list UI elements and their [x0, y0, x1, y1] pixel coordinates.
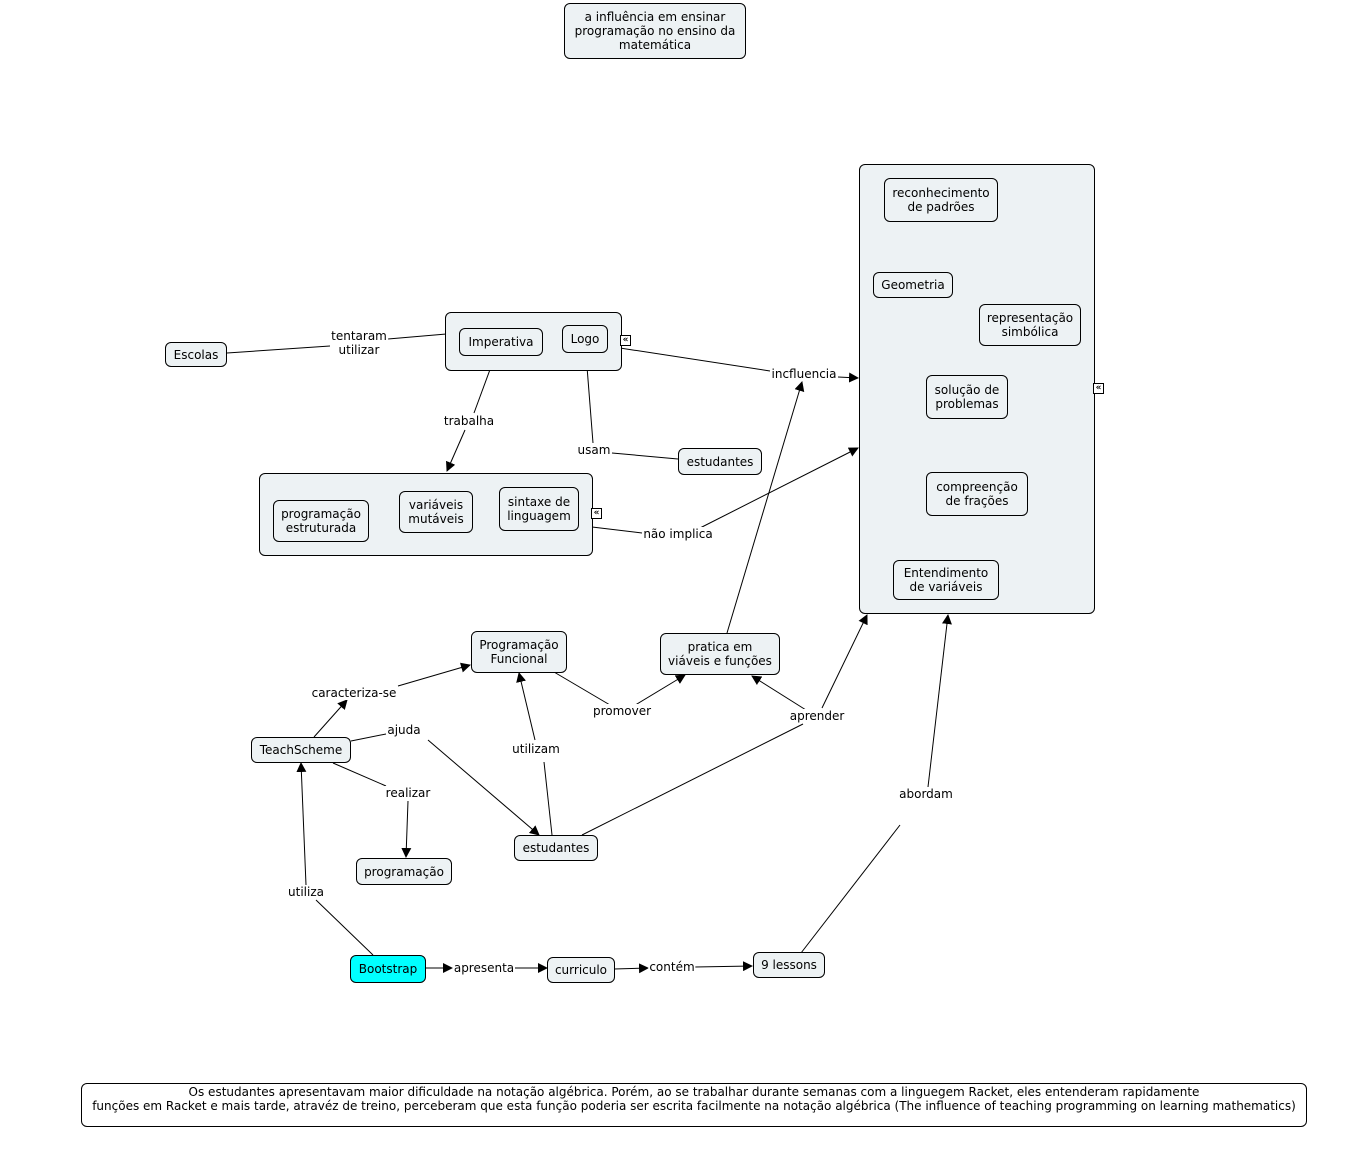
node-imperativa[interactable]: Imperativa [459, 328, 543, 356]
arrow-teachscheme-caracteriza [313, 699, 348, 738]
link-tentaram-utilizar[interactable]: tentaram utilizar [330, 329, 388, 357]
node-estudantes-bottom[interactable]: estudantes [514, 835, 598, 861]
link-abordam[interactable]: abordam [898, 787, 954, 801]
link-realizar[interactable]: realizar [384, 786, 432, 800]
expand-logo-icon[interactable]: « [620, 335, 631, 346]
node-programacao[interactable]: programação [356, 858, 452, 885]
link-ajuda[interactable]: ajuda [386, 723, 422, 737]
link-nao-implica[interactable]: não implica [642, 527, 714, 541]
link-aprender[interactable]: aprender [788, 709, 846, 723]
arrow-aprender-pratica [751, 675, 807, 711]
node-sintaxe-linguagem[interactable]: sintaxe de linguagem [499, 487, 579, 531]
line-teachscheme-ajuda [350, 733, 387, 742]
link-contem[interactable]: contém [648, 960, 696, 974]
summary-note: Os estudantes apresentavam maior dificul… [81, 1083, 1307, 1127]
arrow-utilizam-funcional [516, 672, 536, 741]
node-bootstrap[interactable]: Bootstrap [350, 955, 426, 983]
arrow-pratica-incfluencia [726, 381, 805, 634]
arrow-promover-pratica [631, 674, 686, 708]
line-lessons-abordam [800, 824, 901, 954]
node-teachscheme[interactable]: TeachScheme [251, 737, 351, 763]
node-pratica-viaveis-funcoes[interactable]: pratica em viáveis e funções [660, 633, 780, 675]
line-bootstrap-utiliza [315, 899, 374, 956]
node-solucao-problemas[interactable]: solução de problemas [926, 375, 1008, 419]
link-utiliza[interactable]: utiliza [287, 885, 325, 899]
arrow-naoimplica-group [699, 447, 859, 529]
arrow-incfluencia-group [837, 372, 859, 383]
node-escolas[interactable]: Escolas [165, 342, 227, 367]
node-logo[interactable]: Logo [562, 325, 608, 353]
link-trabalha[interactable]: trabalha [442, 414, 496, 428]
link-utilizam[interactable]: utilizam [511, 742, 561, 756]
node-geometria[interactable]: Geometria [873, 272, 953, 298]
line-estudantes-usam [611, 452, 679, 460]
arrow-ajuda-estudantes [427, 739, 540, 836]
link-apresenta[interactable]: apresenta [452, 961, 516, 975]
arrow-abordam-group [927, 614, 952, 788]
line-teachscheme-realizar [332, 762, 387, 787]
link-usam[interactable]: usam [576, 443, 612, 457]
line-funcional-promover [553, 671, 611, 706]
arrow-utiliza-teachscheme [296, 762, 307, 886]
node-representacao-simbolica[interactable]: representação simbólica [979, 304, 1081, 346]
node-entendimento-variaveis[interactable]: Entendimento de variáveis [893, 560, 999, 600]
node-programacao-estruturada[interactable]: programação estruturada [273, 500, 369, 542]
expand-concepts-icon[interactable]: « [591, 508, 602, 519]
node-reconhecimento-padroes[interactable]: reconhecimento de padrões [884, 178, 998, 222]
line-group-naoimplica [591, 526, 643, 534]
line-estudantes-utilizam [543, 761, 553, 836]
node-estudantes-top[interactable]: estudantes [678, 448, 762, 475]
expand-skills-icon[interactable]: « [1093, 383, 1104, 394]
map-title: a influência em ensinar programação no e… [564, 3, 746, 59]
arrow-contem-lessons [694, 961, 753, 972]
link-caracteriza-se[interactable]: caracteriza-se [310, 686, 398, 700]
node-programacao-funcional[interactable]: Programação Funcional [471, 631, 567, 673]
arrow-realizar-programacao [401, 800, 412, 858]
arrow-aprender-group [821, 614, 868, 709]
line-logo-incfluencia [606, 345, 771, 372]
node-compreencao-fracoes[interactable]: compreenção de frações [926, 472, 1028, 516]
line-estudantes-aprender [581, 723, 804, 836]
line-escolas-tentaram [226, 345, 331, 354]
link-incfluencia[interactable]: incfluencia [770, 367, 838, 381]
node-9-lessons[interactable]: 9 lessons [753, 952, 825, 978]
arrow-caracteriza-funcional [397, 662, 471, 687]
node-curriculo[interactable]: curriculo [547, 957, 615, 983]
link-promover[interactable]: promover [591, 704, 653, 718]
arrow-curriculo-contem [613, 963, 649, 974]
node-variaveis-mutaveis[interactable]: variáveis mutáveis [399, 491, 473, 533]
arrow-trabalha-group [446, 429, 466, 472]
